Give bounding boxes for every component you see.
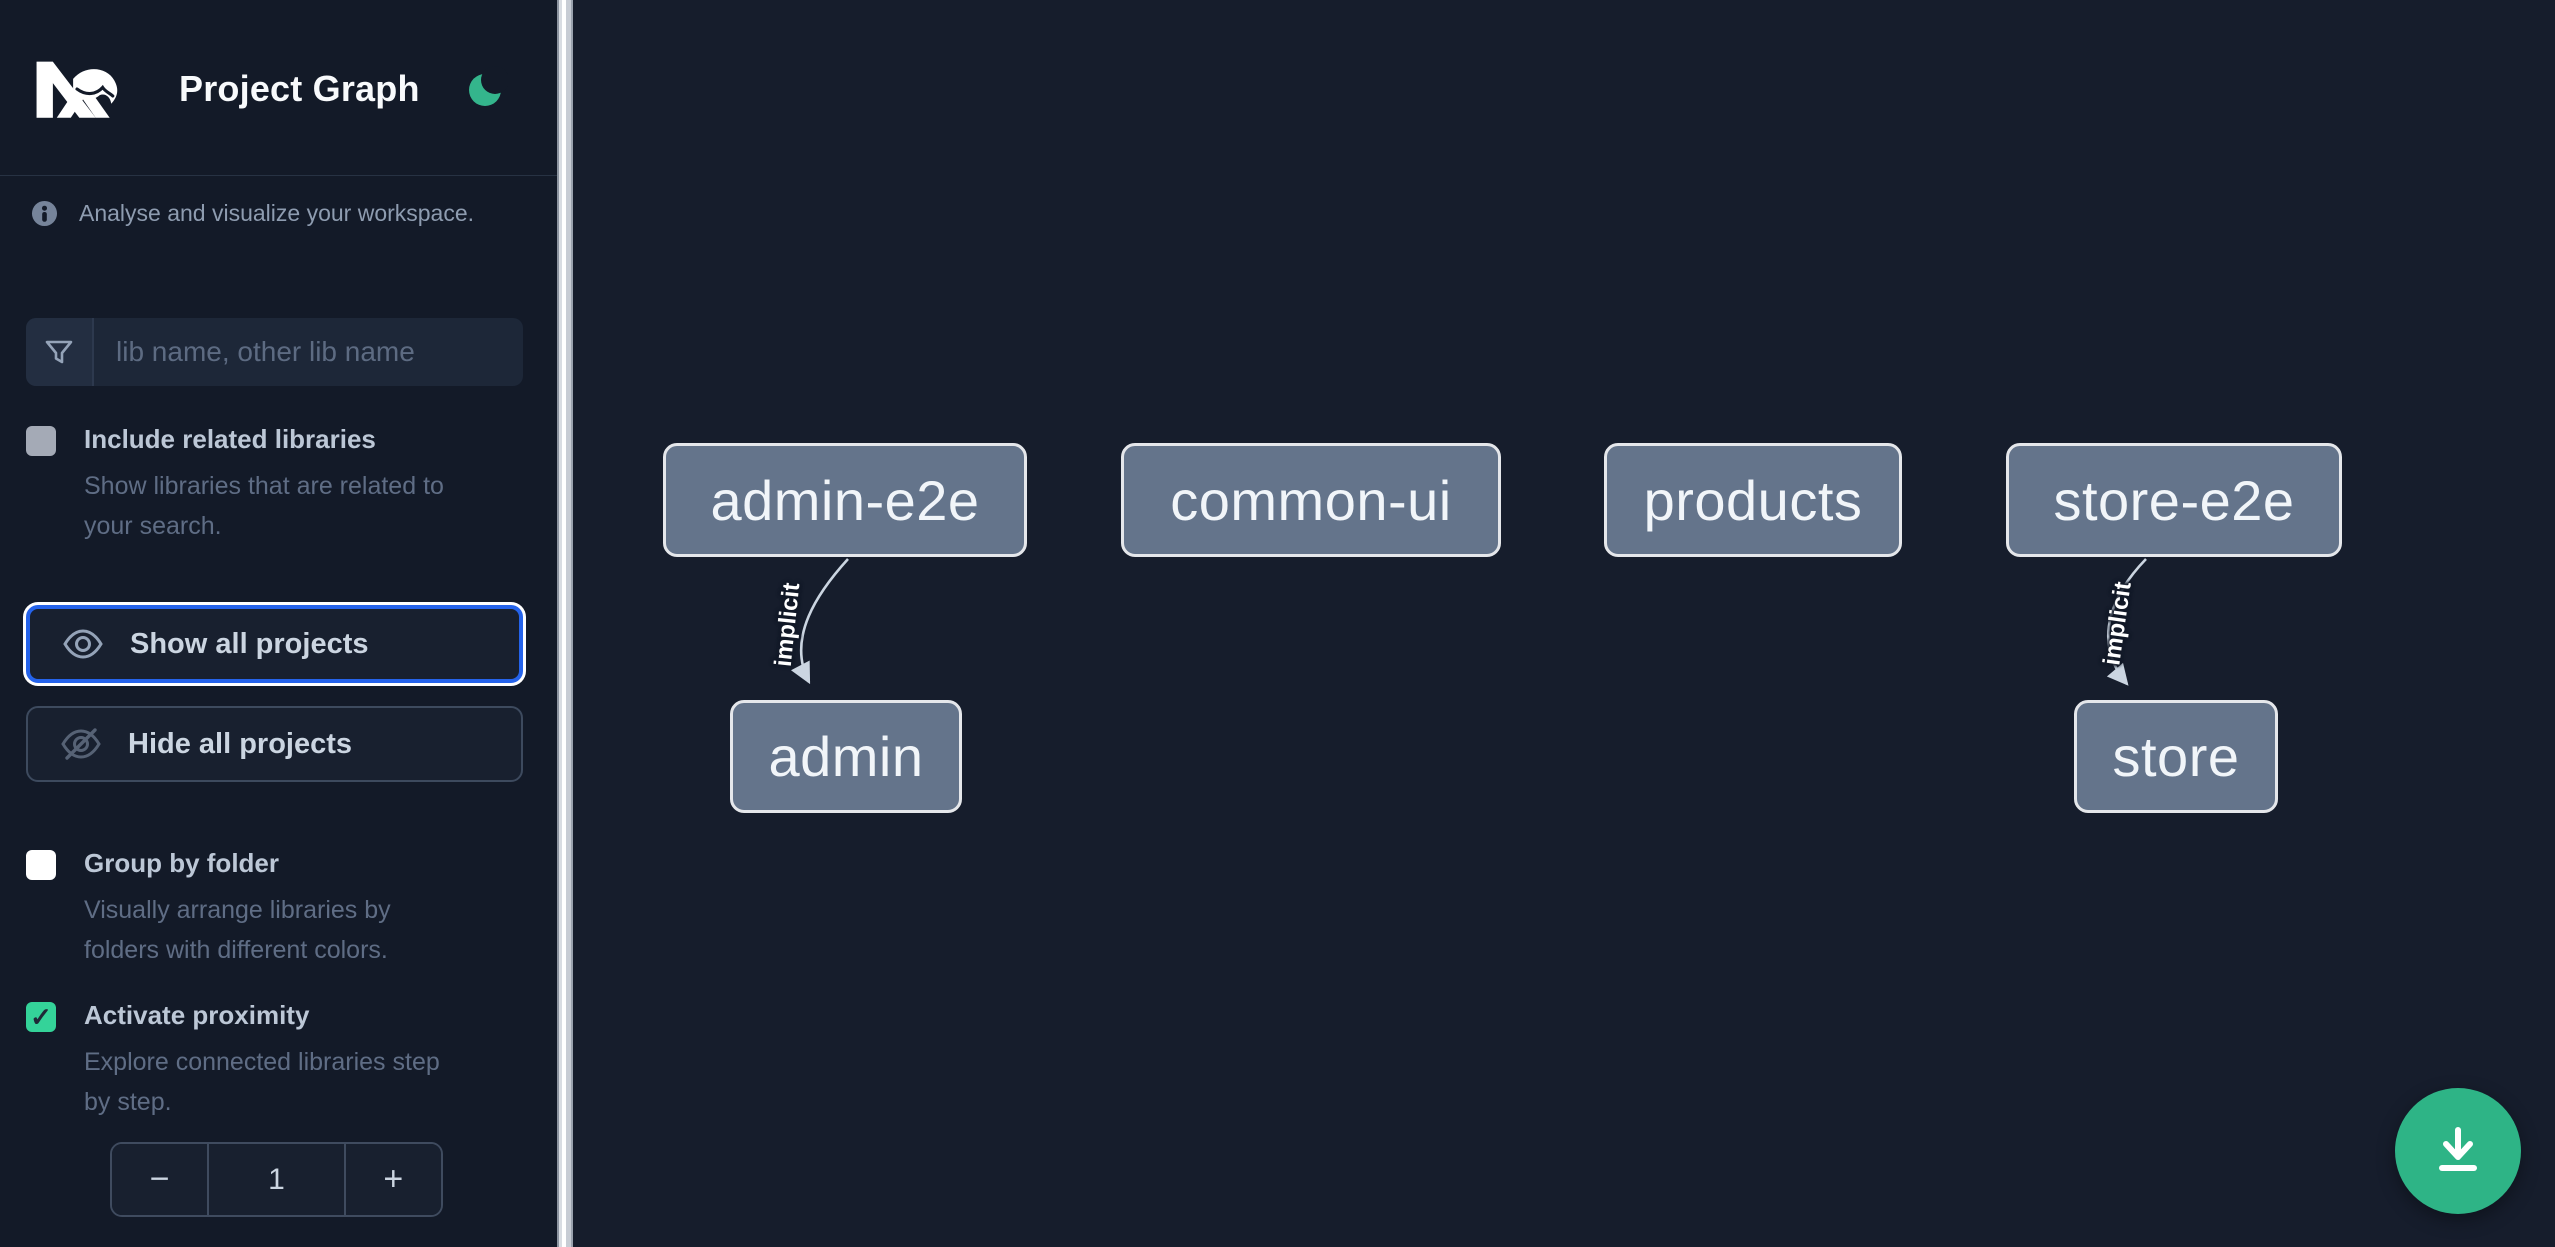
graph-node[interactable]: store-e2e [2006,443,2342,557]
filter-searchbox [26,318,523,386]
show-all-projects-button[interactable]: Show all projects [26,605,523,683]
include-related-description: Show libraries that are related to your … [84,466,444,546]
graph-node[interactable]: common-ui [1121,443,1501,557]
download-icon [2439,1127,2477,1171]
moon-icon[interactable] [468,66,508,110]
info-text: Analyse and visualize your workspace. [79,200,475,226]
group-by-folder-description: Visually arrange libraries by folders wi… [84,890,391,970]
description-line: Explore connected libraries step [84,1048,440,1076]
workspace-info: Analyse and visualize your workspace. [31,200,474,227]
download-image-button[interactable] [2395,1088,2521,1214]
description-line: your search. [84,512,222,540]
filter-icon-cell [26,318,94,386]
description-line: Show libraries that are related to [84,472,444,500]
graph-node[interactable]: products [1604,443,1902,557]
sidebar-header: Project Graph [0,0,557,176]
activate-proximity-checkbox[interactable]: ✓ [26,1002,56,1032]
activate-proximity-label: Activate proximity [84,1000,310,1030]
graph-node[interactable]: admin-e2e [663,443,1027,557]
info-icon [31,200,58,227]
hide-all-projects-button[interactable]: Hide all projects [26,706,523,782]
graph-node[interactable]: store [2074,700,2278,813]
graph-canvas[interactable] [573,0,2555,1247]
proximity-depth-stepper: − 1 + [110,1142,443,1217]
group-by-folder-checkbox[interactable] [26,850,56,880]
increment-button[interactable]: + [345,1144,441,1215]
sidebar: Project Graph Analyse and visualize your… [0,0,557,1247]
activate-proximity-description: Explore connected libraries step by step… [84,1042,440,1122]
show-all-projects-label: Show all projects [130,627,369,660]
graph-node[interactable]: admin [730,700,962,813]
page-title: Project Graph [179,68,420,109]
description-line: folders with different colors. [84,936,388,964]
decrement-button[interactable]: − [112,1144,208,1215]
eye-slash-icon [61,728,101,760]
search-input[interactable] [94,318,523,386]
eye-icon [63,629,103,659]
nx-logo-icon [36,61,118,118]
proximity-depth-value[interactable]: 1 [207,1144,346,1215]
hide-all-projects-label: Hide all projects [128,727,353,760]
funnel-icon [45,340,73,364]
group-by-folder-label: Group by folder [84,848,279,878]
include-related-label: Include related libraries [84,424,376,454]
description-line: by step. [84,1088,172,1116]
sidebar-resize-handle[interactable] [557,0,573,1247]
include-related-checkbox[interactable] [26,426,56,456]
description-line: Visually arrange libraries by [84,896,391,924]
